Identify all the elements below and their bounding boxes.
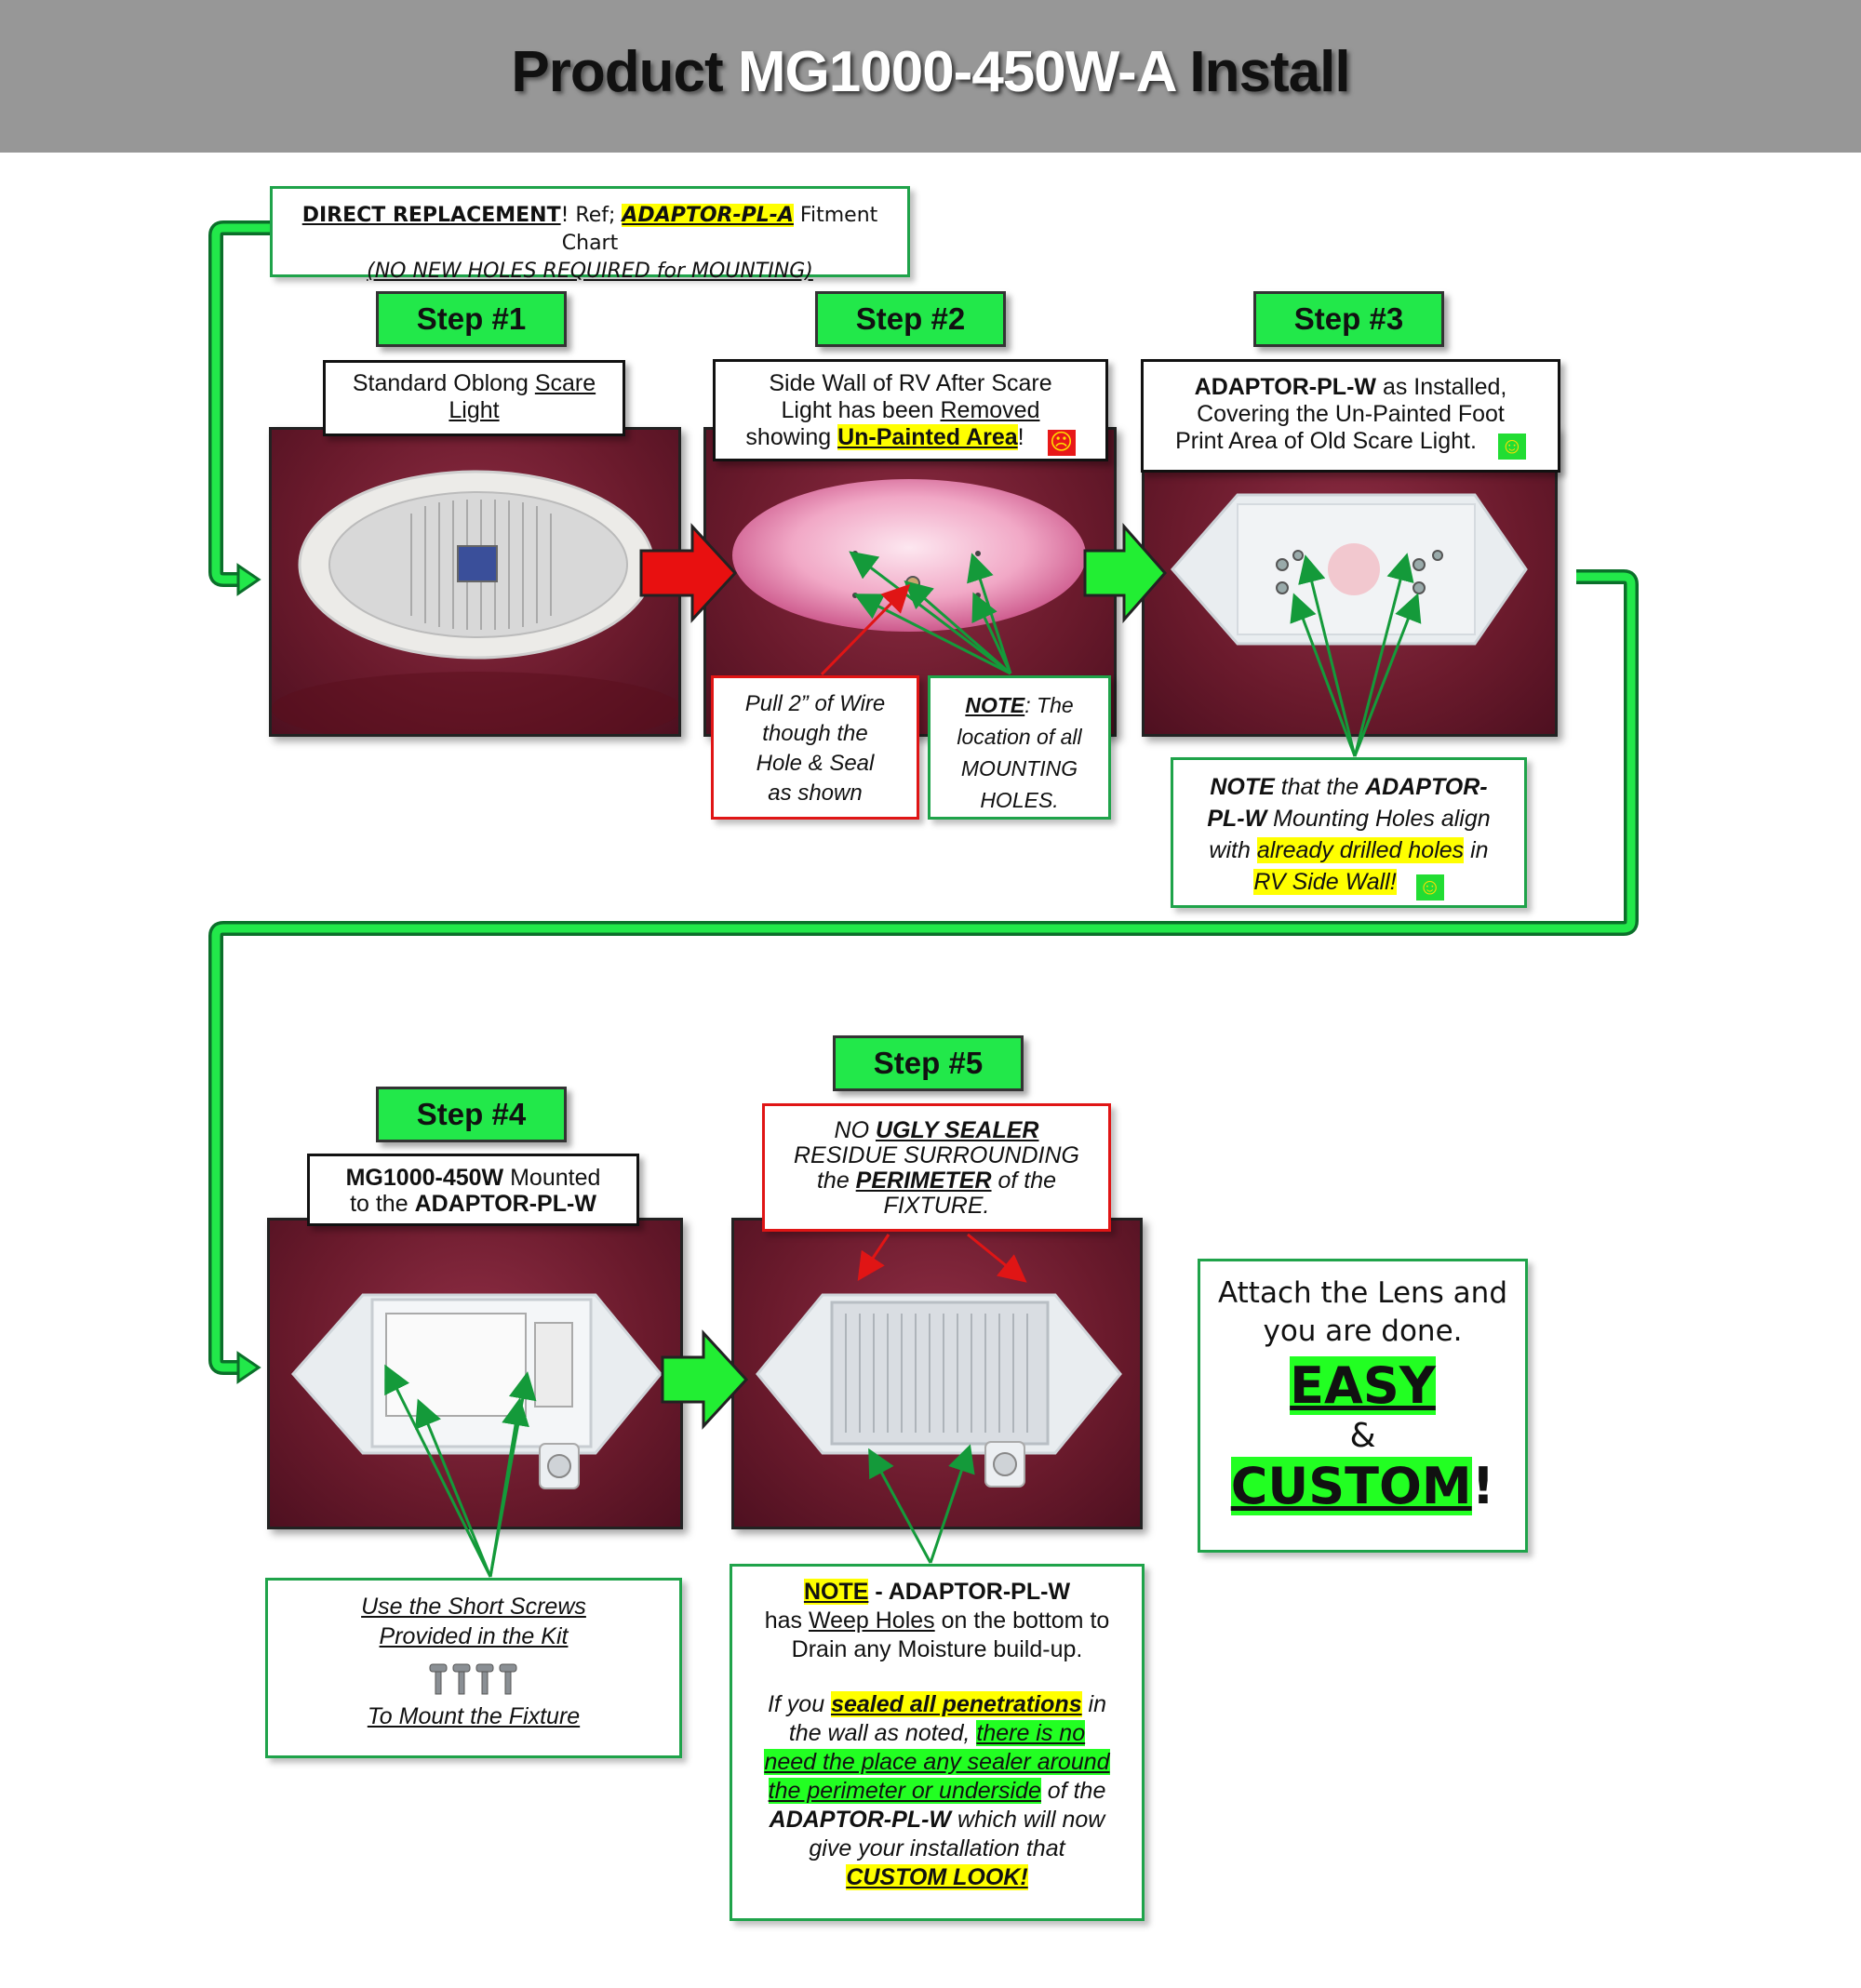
- connector-1: [208, 220, 272, 587]
- smile-face-icon: ☺: [1415, 874, 1444, 901]
- step-5-label: Step #5: [833, 1035, 1024, 1091]
- step-4-label: Step #4: [376, 1087, 567, 1142]
- short-screws-note: Use the Short Screws Provided in the Kit…: [265, 1578, 682, 1758]
- step-5-photo: [731, 1218, 1143, 1529]
- step-4-description: MG1000-450W Mounted to the ADAPTOR-PL-W: [307, 1154, 639, 1226]
- smile-face-icon: ☺: [1497, 434, 1526, 460]
- step-4-photo: [267, 1218, 683, 1529]
- header-bar: [0, 0, 1861, 153]
- step-5-description: NO UGLY SEALER RESIDUE SURROUNDING the P…: [762, 1103, 1111, 1232]
- step-2-description: Side Wall of RV After Scare Light has be…: [713, 359, 1108, 461]
- step-1-description: Standard Oblong Scare Light: [323, 360, 625, 436]
- connector-1-arrowhead: [236, 563, 261, 596]
- step-3-label: Step #3: [1253, 291, 1444, 347]
- sad-face-icon: ☹: [1047, 430, 1076, 456]
- step-3-description: ADAPTOR-PL-W as Installed, Covering the …: [1141, 359, 1560, 473]
- weep-holes-note: NOTE - ADAPTOR-PL-W has Weep Holes on th…: [730, 1564, 1145, 1921]
- step-3-photo: [1142, 427, 1558, 737]
- alignment-note: NOTE that the ADAPTOR- PL-W Mounting Hol…: [1171, 757, 1527, 908]
- final-message: Attach the Lens and you are done. EASY &…: [1198, 1259, 1528, 1553]
- page-title: Product MG1000-450W-A Install: [511, 40, 1350, 104]
- mounted-fixture-illustration: [290, 1293, 663, 1489]
- step-1-label: Step #1: [376, 291, 567, 347]
- direct-replacement-note: DIRECT REPLACEMENT! Ref; ADAPTOR-PL-A Fi…: [270, 186, 910, 283]
- step-2-label: Step #2: [815, 291, 1006, 347]
- screws-icon: [429, 1663, 517, 1695]
- adaptor-plate-illustration: [1171, 493, 1528, 646]
- connector-2-arrowhead: [236, 1351, 261, 1384]
- scare-light-illustration: [272, 470, 678, 734]
- step-1-photo: [269, 427, 681, 737]
- lens-fixture-illustration: [756, 1293, 1122, 1488]
